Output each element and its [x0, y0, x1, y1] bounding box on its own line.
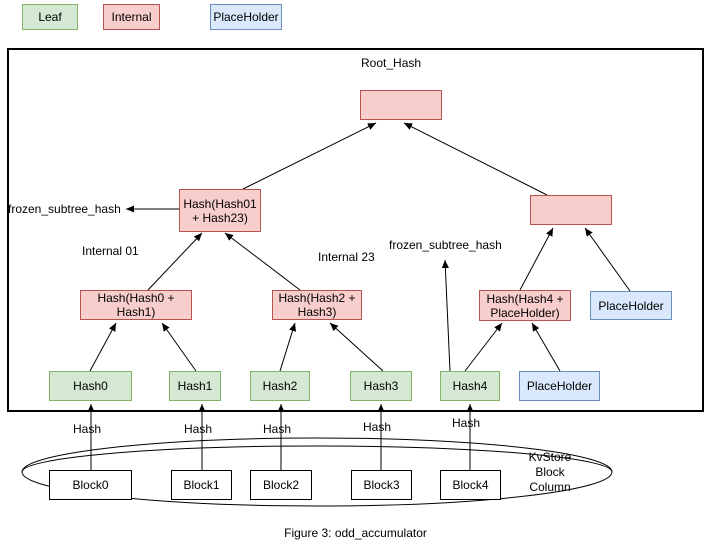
internal-01-label: Internal 01	[82, 244, 139, 258]
kvstore-column-label: KvStore Block Column	[528, 450, 572, 494]
node-hash01-23-label: Hash(Hash01 + Hash23)	[183, 196, 257, 225]
block0: Block0	[49, 470, 132, 500]
leaf-hash3-label: Hash3	[363, 379, 399, 393]
legend-internal-label: Internal	[111, 10, 152, 24]
leaf-hash3: Hash3	[350, 371, 412, 401]
block2-label: Block2	[262, 478, 300, 492]
block-hash-edges	[87, 404, 474, 470]
block1: Block1	[171, 470, 232, 500]
root-hash-label: Root_Hash	[361, 56, 422, 70]
frozen-subtree-hash-left-label: frozen_subtree_hash	[8, 202, 121, 216]
internal-23-label: Internal 23	[318, 250, 375, 264]
leaf-hash2: Hash2	[250, 371, 310, 401]
node-placeholder-mid: PlaceHolder	[590, 291, 672, 320]
hash-edge-label-3: Hash	[363, 420, 392, 434]
block3: Block3	[351, 470, 412, 500]
node-hash4-placeholder: Hash(Hash4 + PlaceHolder)	[479, 290, 571, 321]
leaf-hash1: Hash1	[169, 371, 221, 401]
block3-label: Block3	[363, 478, 400, 492]
legend-placeholder-swatch: PlaceHolder	[210, 4, 282, 30]
hash-edge-label-4: Hash	[452, 416, 481, 430]
node-hash2-3: Hash(Hash2 + Hash3)	[272, 290, 362, 320]
leaf-hash2-label: Hash2	[262, 379, 298, 393]
hash-edge-label-2: Hash	[263, 422, 292, 436]
hash-edge-label-1: Hash	[184, 422, 213, 436]
leaf-hash1-label: Hash1	[177, 379, 213, 393]
figure-caption: Figure 3: odd_accumulator	[284, 526, 427, 540]
tree-frame	[7, 48, 704, 412]
block0-label: Block0	[72, 478, 109, 492]
block2: Block2	[250, 470, 312, 500]
legend-leaf-swatch: Leaf	[22, 4, 78, 30]
hash-edge-label-0: Hash	[73, 422, 102, 436]
legend-leaf-label: Leaf	[38, 10, 62, 24]
legend-internal-swatch: Internal	[103, 4, 160, 30]
leaf-hash0: Hash0	[49, 371, 132, 401]
block4: Block4	[440, 470, 501, 500]
frozen-subtree-node	[530, 195, 612, 225]
leaf-hash4-label: Hash4	[452, 379, 488, 393]
node-placeholder-mid-label: PlaceHolder	[598, 298, 664, 313]
node-hash01-23: Hash(Hash01 + Hash23)	[179, 189, 261, 232]
leaf-placeholder-label: PlaceHolder	[526, 379, 593, 393]
node-hash0-1: Hash(Hash0 + Hash1)	[80, 290, 192, 320]
node-hash2-3-label: Hash(Hash2 + Hash3)	[278, 291, 356, 319]
legend-placeholder-label: PlaceHolder	[213, 10, 279, 24]
node-hash0-1-label: Hash(Hash0 + Hash1)	[97, 291, 175, 319]
block4-label: Block4	[452, 478, 489, 492]
root-hash-node	[360, 90, 442, 120]
leaf-placeholder: PlaceHolder	[519, 371, 600, 401]
block1-label: Block1	[183, 478, 220, 492]
frozen-subtree-hash-right-label: frozen_subtree_hash	[389, 238, 502, 252]
leaf-hash0-label: Hash0	[73, 379, 108, 393]
node-hash4-placeholder-label: Hash(Hash4 + PlaceHolder)	[486, 291, 564, 320]
leaf-hash4: Hash4	[440, 371, 500, 401]
